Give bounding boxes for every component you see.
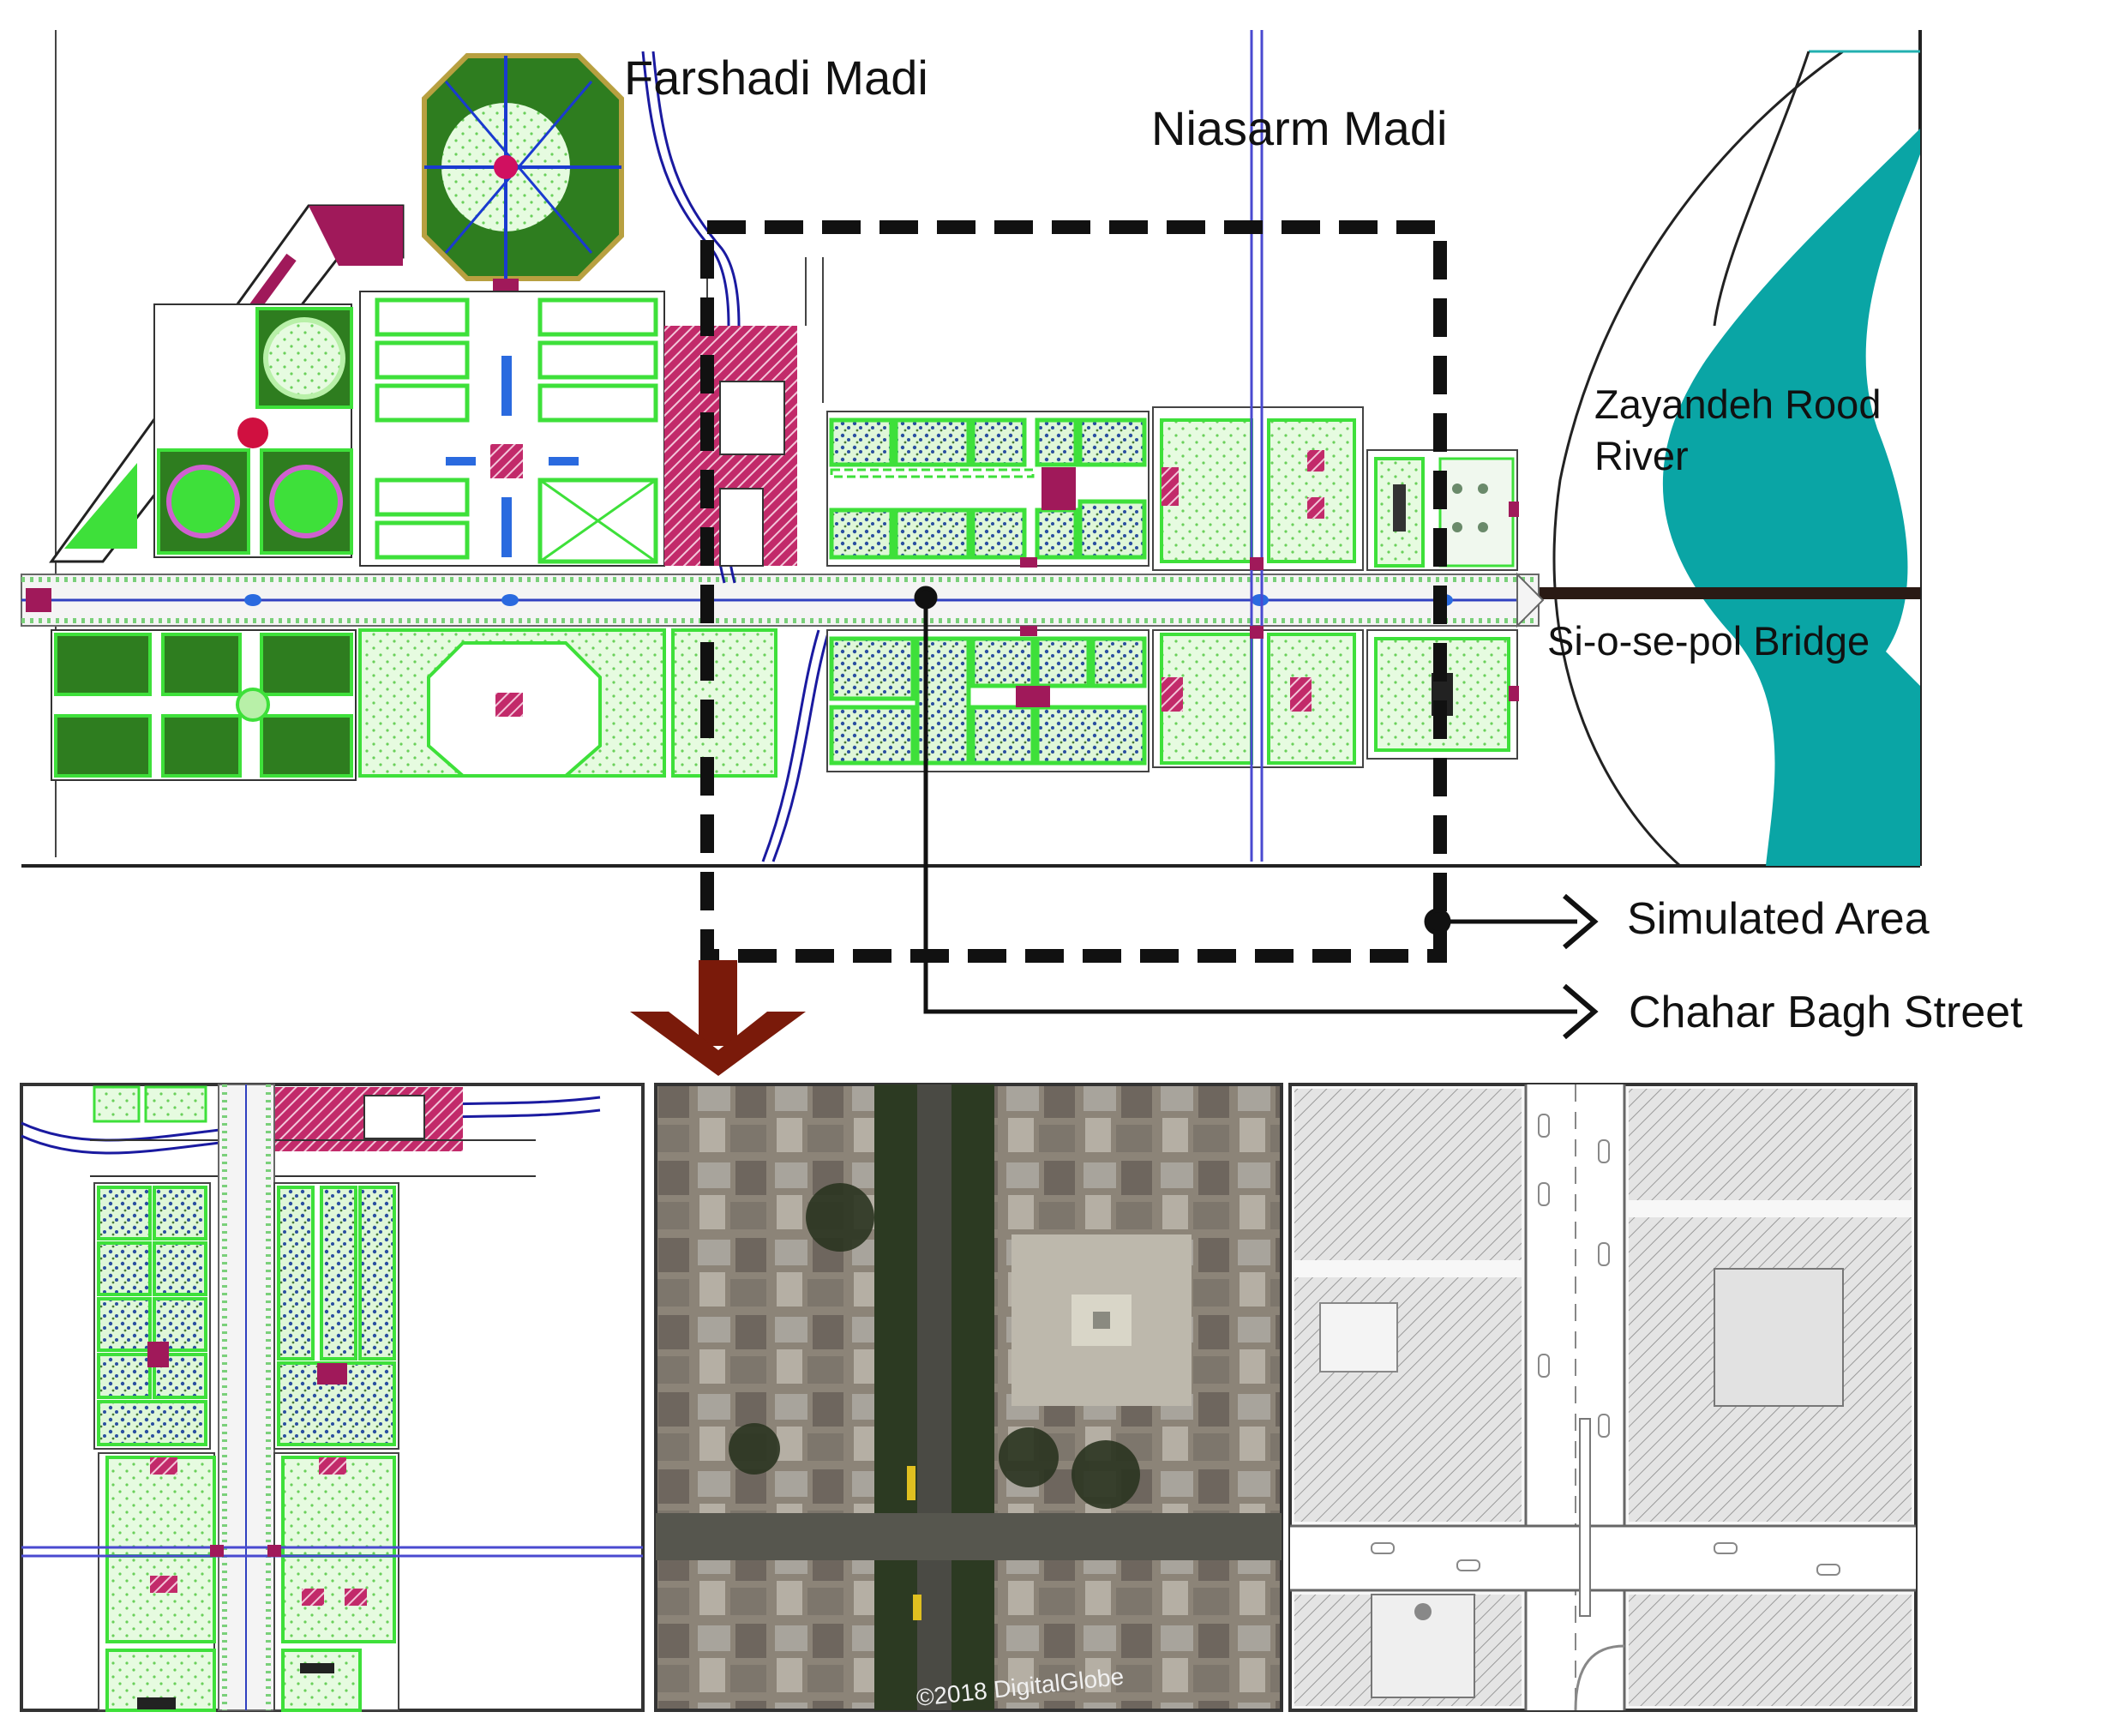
- arrow-right-icon: [1563, 983, 1599, 1040]
- zayandeh-river: [1662, 129, 1920, 866]
- river-label: River: [1594, 433, 1689, 478]
- simulated-area-box: [700, 220, 1447, 963]
- chahar-bagh-street-label: Chahar Bagh Street: [1629, 988, 2023, 1037]
- top-site-plan: [21, 30, 1922, 868]
- panel-aerial-image: [654, 1083, 1283, 1712]
- si-o-se-pol-bridge: [1539, 587, 1920, 599]
- niasarm-madi-label: Niasarm Madi: [1151, 101, 1448, 155]
- farshadi-madi-label: Farshadi Madi: [624, 51, 928, 105]
- arrow-down-icon: [630, 960, 806, 1076]
- panel-cadastral-map: [1288, 1083, 1918, 1712]
- simulated-area-label: Simulated Area: [1627, 894, 1930, 944]
- zayandeh-rood-label: Zayandeh Rood: [1594, 381, 1882, 427]
- si-o-se-pol-bridge-label: Si-o-se-pol Bridge: [1547, 618, 1870, 664]
- callout-lines: [914, 586, 1577, 1014]
- panel-plan-detail: [20, 1083, 645, 1712]
- arrow-right-icon: [1563, 893, 1599, 950]
